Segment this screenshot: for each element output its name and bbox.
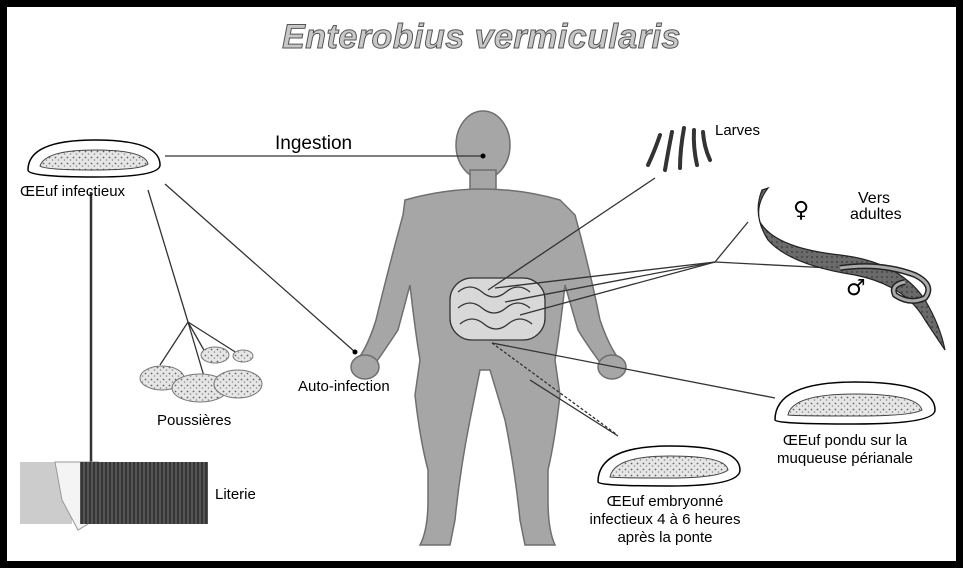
dust-label: Poussières <box>157 412 231 429</box>
egg-embryonated-label-line3: après la ponte <box>560 529 770 546</box>
male-symbol-icon: ♂ <box>846 276 866 301</box>
egg-laid-label-line2: muqueuse périanale <box>740 450 950 467</box>
larvae-drawing <box>648 128 710 170</box>
auto-infection-label: Auto-infection <box>298 378 390 395</box>
larvae-label: Larves <box>715 122 760 139</box>
dust-drawing <box>140 347 262 402</box>
egg-embryonated-label-line2: infectieux 4 à 6 heures <box>560 511 770 528</box>
ingestion-label: Ingestion <box>275 133 352 155</box>
egg-infective-drawing <box>28 140 160 177</box>
diagram-title: Enterobius vermicularis <box>0 18 963 57</box>
egg-infective-label: ŒEuf infectieux <box>20 183 125 200</box>
egg-embryonated-label-line1: ŒEuf embryonné <box>560 493 770 510</box>
egg-embryonated-drawing <box>598 446 740 486</box>
adult-worms-label-line2: adultes <box>850 206 902 224</box>
egg-laid-label-line1: ŒEuf pondu sur la <box>740 432 950 449</box>
bedding-drawing <box>20 462 208 530</box>
bedding-label: Literie <box>215 486 256 503</box>
female-symbol-icon: ♀ <box>793 198 809 223</box>
egg-laid-drawing <box>775 382 935 424</box>
